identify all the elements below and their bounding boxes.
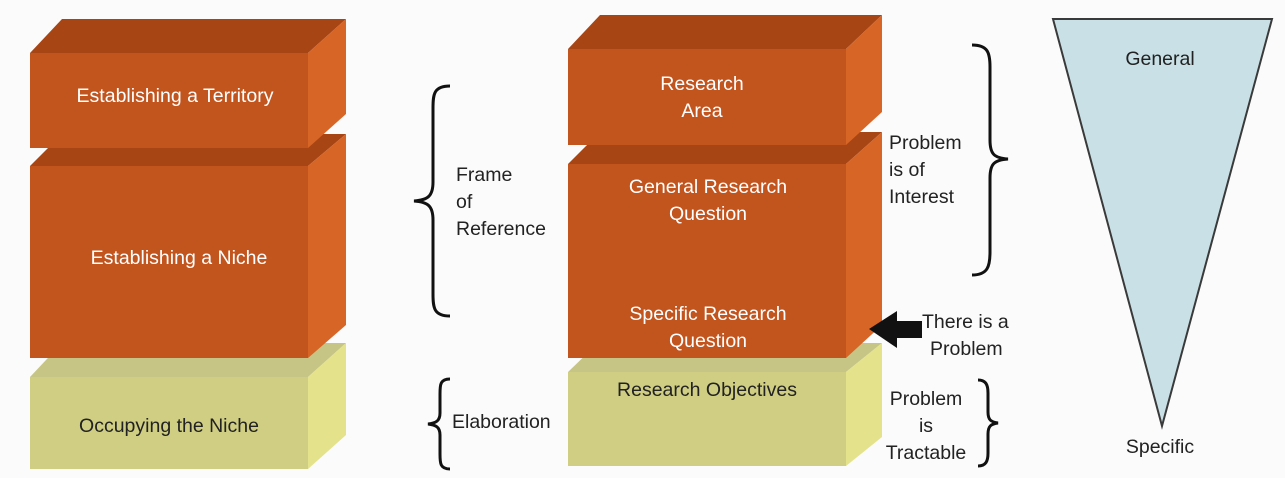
- block-label: Occupying the Niche: [79, 415, 259, 437]
- block-establishing-niche: Establishing a Niche: [30, 134, 346, 358]
- tractable-label-line1: Problem: [890, 388, 963, 410]
- elaboration-label: Elaboration: [452, 411, 551, 433]
- block-research-objectives: Research Objectives: [568, 343, 882, 466]
- elaboration-group: Elaboration: [427, 377, 551, 471]
- tractable-label-line3: Tractable: [886, 442, 967, 464]
- research-area-line2: Area: [681, 100, 722, 122]
- general-specific-funnel: General Specific: [1051, 18, 1274, 458]
- research-area-line1: Research: [660, 73, 743, 95]
- frame-of-reference-group: Frame of Reference: [413, 84, 546, 318]
- block-label: Establishing a Territory: [77, 85, 274, 107]
- block-side: [846, 343, 882, 466]
- right-brace-icon: [977, 378, 999, 468]
- block-label: Research Objectives: [617, 379, 797, 401]
- interest-label-line1: Problem: [889, 132, 962, 154]
- specific-question-line2: Question: [669, 330, 747, 352]
- block-establishing-territory: Establishing a Territory: [30, 19, 346, 148]
- problem-interest-group: Problem is of Interest: [889, 43, 1009, 277]
- funnel-top-label: General: [1125, 48, 1194, 70]
- block-side: [308, 19, 346, 148]
- middle-stack: Research Objectives General Research Que…: [568, 15, 882, 466]
- frame-label-line1: Frame: [456, 164, 512, 186]
- frame-label-line3: Reference: [456, 218, 546, 240]
- block-occupying-niche: Occupying the Niche: [30, 343, 346, 469]
- right-brace-icon: [971, 43, 1009, 277]
- block-research-questions: General Research Question Specific Resea…: [568, 132, 882, 358]
- block-top: [30, 19, 346, 53]
- interest-label-line3: Interest: [889, 186, 955, 208]
- block-front: [568, 49, 846, 145]
- block-side: [846, 132, 882, 358]
- block-side: [308, 343, 346, 469]
- block-front: [30, 53, 308, 148]
- left-arrow-icon: [869, 311, 922, 348]
- general-question-line2: Question: [669, 203, 747, 225]
- frame-label-line2: of: [456, 191, 473, 213]
- block-front: [30, 377, 308, 469]
- block-top: [568, 15, 882, 49]
- problem-tractable-group: Problem is Tractable: [886, 378, 999, 468]
- block-side: [846, 15, 882, 145]
- left-stack: Occupying the Niche Establishing a Niche…: [30, 19, 346, 469]
- funnel-bottom-label: Specific: [1126, 436, 1195, 458]
- block-front: [30, 166, 308, 358]
- block-research-area: Research Area: [568, 15, 882, 145]
- problem-label-line2: Problem: [930, 338, 1003, 360]
- general-question-line1: General Research: [629, 176, 787, 198]
- there-is-a-problem-group: There is a Problem: [869, 311, 1009, 360]
- funnel-triangle: [1051, 18, 1274, 430]
- block-front: [568, 372, 846, 466]
- interest-label-line2: is of: [889, 159, 925, 181]
- problem-label-line1: There is a: [922, 311, 1009, 333]
- left-brace-icon: [413, 84, 451, 318]
- left-brace-icon: [427, 377, 451, 471]
- block-label: Establishing a Niche: [91, 247, 268, 269]
- block-front: [568, 164, 846, 358]
- specific-question-line1: Specific Research: [629, 303, 786, 325]
- tractable-label-line2: is: [919, 415, 933, 437]
- block-side: [308, 134, 346, 358]
